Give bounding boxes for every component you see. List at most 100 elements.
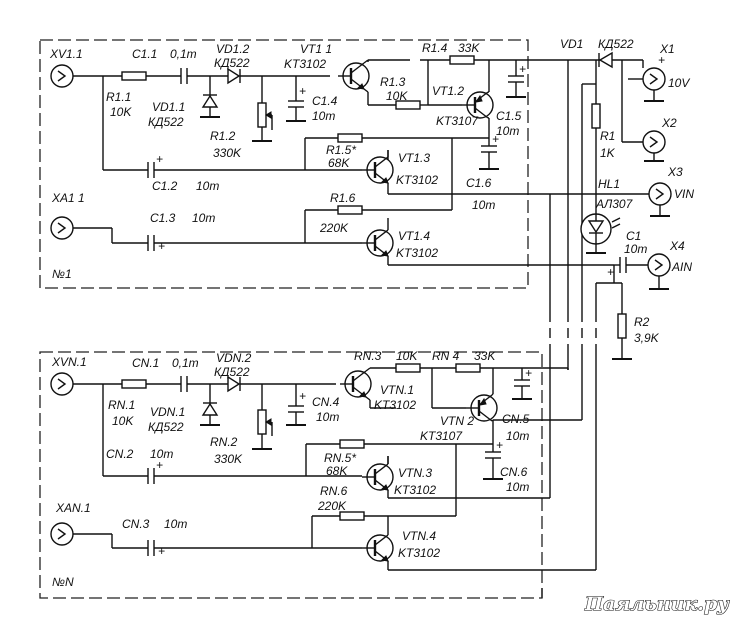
value-r1-1: 10K [110, 105, 132, 119]
label-cn-2: CN.2 [106, 447, 134, 461]
label-vdn-2: VDN.2 [216, 351, 252, 365]
diode-vdn-2: VDN.2 КД522 [214, 351, 252, 393]
capacitor-icon [484, 451, 502, 459]
resistor-rn-4: RN 4 33K [432, 349, 496, 373]
label-c1-2: C1.2 [152, 179, 178, 193]
label-c1-1: C1.1 [132, 47, 157, 61]
potentiometer-rn-2: RN.2 330K [210, 409, 273, 466]
npn-transistor-icon [336, 61, 371, 91]
type-vt1-3: KT3102 [396, 173, 438, 187]
resistor-icon [121, 71, 147, 81]
label-rn-5: RN.5* [324, 451, 356, 465]
resistor-icon [257, 102, 267, 128]
jack-socket-icon [642, 130, 666, 154]
label-c1: C1 [626, 229, 641, 243]
npn-transistor-icon [360, 228, 395, 258]
value-r1-3: 10K [386, 89, 408, 103]
resistor-rn-6: RN.6 220K [317, 484, 365, 521]
label-rn-6: RN.6 [320, 484, 348, 498]
resistor-r1: R1 1K [591, 103, 616, 160]
transistor-vt1-4: VT1.4 KT3102 [360, 226, 438, 260]
led-icon [580, 212, 621, 246]
watermark-text: Паяльник.ру [584, 593, 730, 615]
value-rn-6: 220K [317, 499, 347, 513]
diode-icon [227, 67, 241, 85]
capacitor-cn-3: + CN.3 10m [122, 517, 187, 558]
label-rn-4: RN 4 [432, 349, 460, 363]
label-xvn-1: XVN.1 [51, 355, 87, 369]
value-cn-3: 10m [164, 517, 187, 531]
capacitor-c1: + C1 10m [607, 229, 647, 279]
label-r2: R2 [634, 315, 650, 329]
jack-x2: X2 [642, 116, 677, 162]
value-rn-1: 10K [112, 414, 134, 428]
led-hl1: HL1 АЛ307 [580, 177, 634, 254]
resistor-icon [449, 55, 475, 65]
diode-vd1: VD1 КД522 [560, 37, 634, 69]
resistor-rn-1: RN.1 10K [108, 379, 147, 428]
label-vd1-1: VD1.1 [152, 100, 185, 114]
value-x1: 10V [668, 76, 690, 90]
module-1-wiring [73, 59, 650, 266]
module-n-wiring [73, 352, 597, 571]
type-vd1-1: КД522 [148, 115, 184, 129]
jack-xa1-1: XA1 1 [50, 191, 85, 240]
capacitor-c1-4: + C1.4 10m [285, 84, 338, 123]
capacitor-c1-3: + C1.3 10m [147, 211, 215, 253]
label-vtn-3: VTN.3 [398, 466, 432, 480]
capacitor-icon [513, 379, 531, 387]
npn-transistor-icon [360, 155, 395, 185]
label-r1-3: R1.3 [380, 75, 406, 89]
transistor-vtn-1: VTN.1 KT3102 [338, 367, 416, 412]
value-rn-5: 68K [326, 464, 348, 478]
capacitor-icon [147, 467, 155, 485]
value-r1-4: 33K [458, 41, 480, 55]
resistor-r1-5: R1.5* 68K [326, 133, 363, 170]
polarity-cn-6: + [496, 438, 503, 452]
label-rn-3: RN.3 [354, 349, 382, 363]
resistor-icon [339, 511, 365, 521]
resistor-r1-3: R1.3 10K [380, 75, 428, 110]
polarity-c1-6: + [492, 132, 499, 146]
npn-transistor-icon [360, 533, 395, 563]
jack-socket-icon [50, 522, 74, 546]
jack-socket-icon [50, 64, 74, 88]
type-vd1: КД522 [598, 37, 634, 51]
polarity-c1-2: + [156, 152, 163, 166]
label-r1: R1 [600, 129, 615, 143]
jack-socket-icon [50, 372, 74, 396]
resistor-r1-6: R1.6 220K [319, 191, 363, 235]
value-c1-5: 10m [496, 124, 519, 138]
resistor-r2: R2 3,9K [611, 313, 660, 360]
module-1-frame [39, 39, 529, 289]
polarity-c1: + [607, 265, 614, 279]
value-c1-3: 10m [192, 211, 215, 225]
value-r1-2: 330K [213, 146, 242, 160]
capacitor-icon [287, 100, 305, 108]
capacitor-c1-6: + C1.6 10m [466, 132, 500, 212]
type-vdn-1: КД522 [148, 420, 184, 434]
resistor-r1-4: R1.4 33K [422, 41, 480, 65]
jack-x1: + X1 10V [628, 42, 690, 102]
value-rn-3: 10K [396, 349, 418, 363]
capacitor-icon [147, 161, 155, 179]
label-rn-1: RN.1 [108, 398, 135, 412]
diode-icon [598, 51, 613, 69]
label-cn-1: CN.1 [132, 356, 159, 370]
label-vtn-2: VTN 2 [440, 414, 474, 428]
value-cn-6: 10m [506, 480, 529, 494]
label-cn-5: CN.5 [502, 412, 530, 426]
label-vd1: VD1 [560, 37, 583, 51]
label-c1-6: C1.6 [466, 176, 492, 190]
capacitor-icon [147, 234, 155, 252]
polarity-c1-4: + [299, 84, 306, 98]
resistor-icon [395, 363, 421, 373]
module-n-number: №N [52, 575, 74, 589]
resistor-rn-5: RN.5* 68K [324, 439, 365, 478]
label-vt1-2: VT1.2 [432, 84, 464, 98]
label-cn-3: CN.3 [122, 517, 150, 531]
resistor-icon [591, 103, 601, 129]
label-x1: X1 [659, 42, 675, 56]
value-cn-5: 10m [506, 429, 529, 443]
